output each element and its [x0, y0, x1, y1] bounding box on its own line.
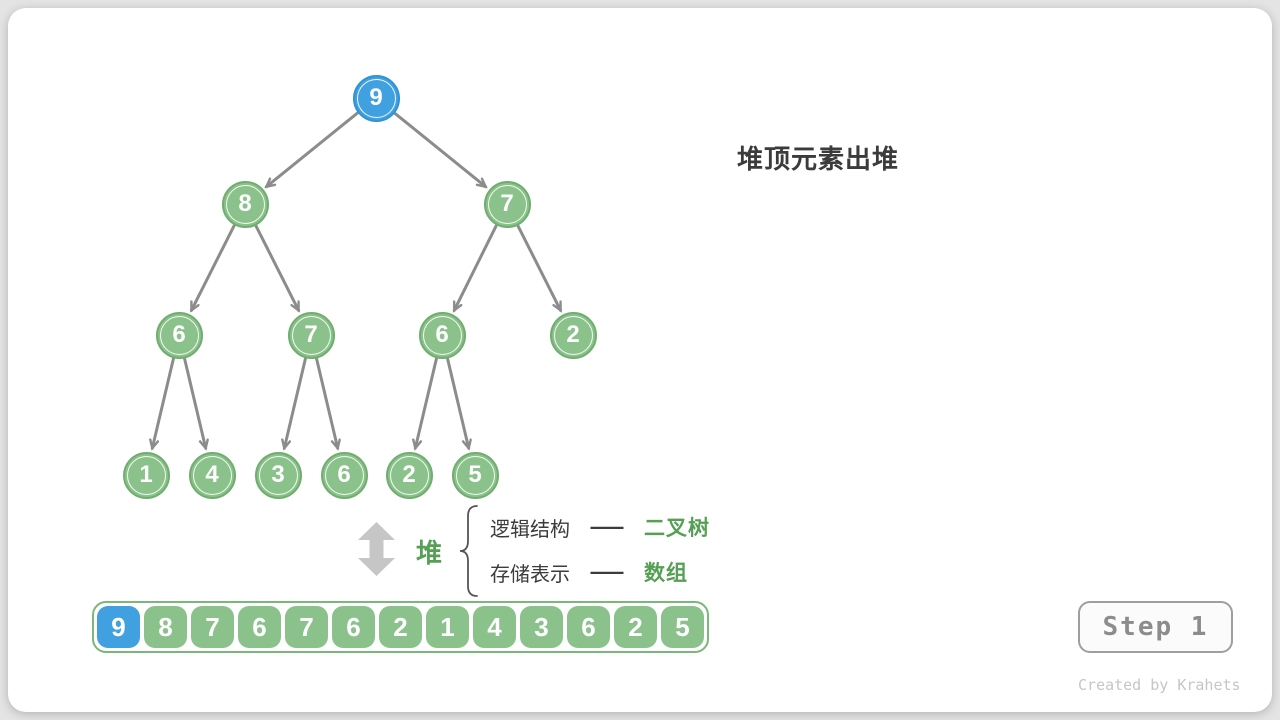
canvas-card — [8, 8, 1272, 712]
annotation-row-logical: 逻辑结构 — 二叉树 — [490, 514, 710, 541]
annotation-label: 逻辑结构 — [490, 518, 570, 541]
array-cell: 2 — [614, 606, 657, 648]
array-cell: 7 — [191, 606, 234, 648]
left-brace — [459, 505, 478, 597]
array-cell: 6 — [332, 606, 375, 648]
array-cell: 5 — [661, 606, 704, 648]
heap-label: 堆 — [416, 538, 443, 568]
up-down-arrow-icon — [358, 522, 395, 576]
page-title: 堆顶元素出堆 — [737, 144, 900, 174]
array-cell: 6 — [238, 606, 281, 648]
annotation-label: 存储表示 — [490, 563, 570, 586]
footer-credit: Created by Krahets — [1078, 676, 1241, 694]
annotation-value: 数组 — [644, 562, 688, 585]
array-cell: 6 — [567, 606, 610, 648]
step-button[interactable]: Step 1 — [1078, 601, 1233, 653]
array-cell: 7 — [285, 606, 328, 648]
array-cell: 2 — [379, 606, 422, 648]
array-cell: 4 — [473, 606, 516, 648]
annotation-row-storage: 存储表示 — 数组 — [490, 559, 688, 586]
annotation-value: 二叉树 — [644, 517, 710, 540]
dash: — — [590, 559, 624, 584]
dash: — — [590, 514, 624, 539]
array-cell: 9 — [97, 606, 140, 648]
array-cell: 8 — [144, 606, 187, 648]
array-cell: 1 — [426, 606, 469, 648]
array-cell: 3 — [520, 606, 563, 648]
